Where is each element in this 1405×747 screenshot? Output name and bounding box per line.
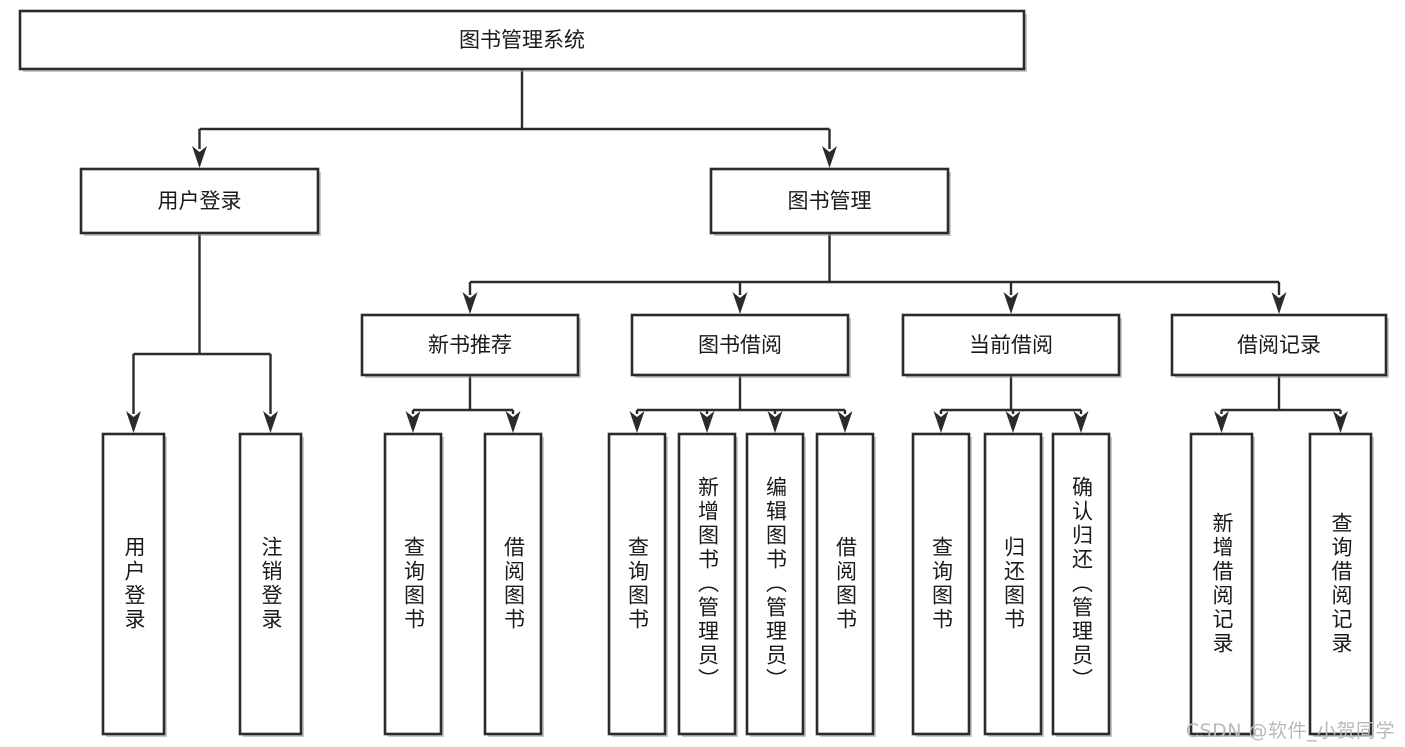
node-label-user_login: 用户登录 [158,189,242,213]
node-label-current_borrow: 当前借阅 [969,333,1053,357]
node-box-leaf_add_record[interactable] [1189,432,1254,736]
node-box-leaf_borrow_book_1[interactable] [483,432,543,736]
node-label-book_borrow: 图书借阅 [698,333,782,357]
node-box-leaf_add_book[interactable] [677,432,737,736]
node-box-leaf_query_record[interactable] [1308,432,1373,736]
node-box-new_book_rec[interactable] [360,313,580,377]
node-box-root[interactable] [18,9,1026,71]
node-label-root: 图书管理系统 [459,28,585,52]
node-box-leaf_query_book_1[interactable] [383,432,443,736]
connector-layer [126,69,1348,433]
csdn-watermark: CSDN @软件_小贺同学 [1185,720,1395,742]
node-label-new_book_rec: 新书推荐 [428,333,512,357]
node-box-book_mgmt[interactable] [709,167,950,235]
node-box-book_borrow[interactable] [630,313,850,377]
node-box-leaf_edit_book[interactable] [745,432,805,736]
node-box-current_borrow[interactable] [901,313,1121,377]
node-box-leaf_user_logout[interactable] [238,432,303,736]
node-box-leaf_return_book[interactable] [983,432,1043,736]
node-label-book_mgmt: 图书管理 [788,189,872,213]
node-box-leaf_borrow_book_2[interactable] [815,432,875,736]
node-box-leaf_confirm_return[interactable] [1051,432,1111,736]
node-box-leaf_query_book_2[interactable] [607,432,667,736]
node-box-user_login[interactable] [79,167,320,235]
node-box-leaf_user_login[interactable] [101,432,166,736]
node-box-leaf_query_book_3[interactable] [911,432,971,736]
node-box-borrow_record[interactable] [1170,313,1388,377]
node-label-borrow_record: 借阅记录 [1237,333,1321,357]
